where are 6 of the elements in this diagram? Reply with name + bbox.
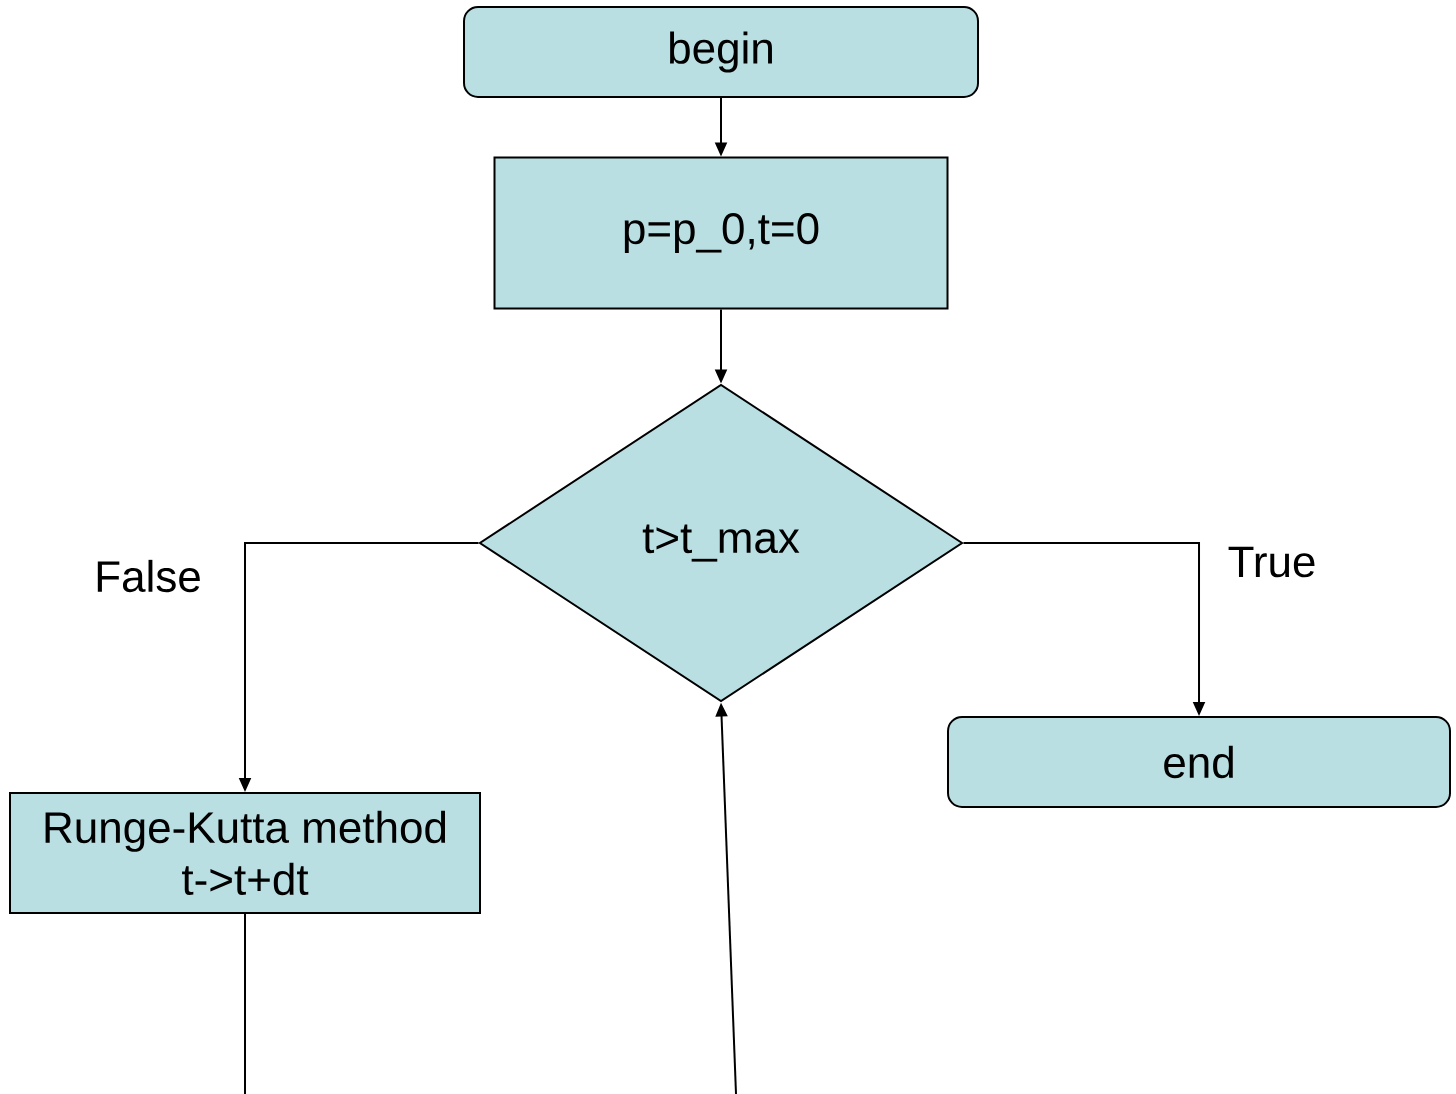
- terminal-box: begin: [463, 6, 979, 98]
- edge-label: True: [1225, 544, 1319, 580]
- edge-label: False: [92, 557, 204, 595]
- terminal-box: end: [947, 716, 1451, 808]
- process-box: p=p_0,t=0: [493, 156, 949, 310]
- process-box: Runge-Kutta method t->t+dt: [9, 792, 481, 914]
